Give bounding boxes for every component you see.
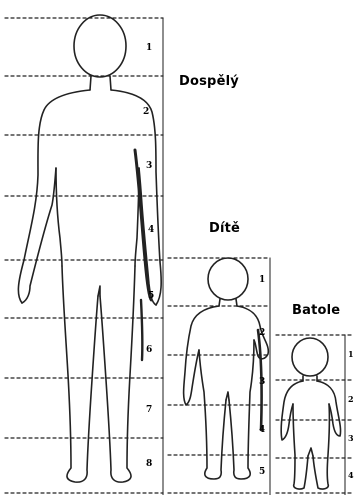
adult-scale	[5, 18, 163, 495]
adult-scale-number: 4	[148, 225, 154, 235]
adult-scale-number: 5	[148, 291, 154, 301]
label-child: Dítě	[209, 221, 240, 236]
adult-scale-number: 8	[146, 459, 152, 469]
toddler-scale	[276, 335, 352, 495]
adult-scale-number: 3	[146, 161, 152, 171]
child-scale-number: 1	[259, 275, 265, 285]
child-scale-number: 5	[259, 467, 265, 477]
toddler-scale-number: 2	[348, 394, 354, 404]
adult-scale-number: 7	[146, 405, 152, 415]
toddler-scale-number: 3	[348, 433, 354, 443]
adult-scale-number: 6	[146, 345, 152, 355]
child-figure	[184, 258, 269, 479]
child-scale-number: 3	[259, 377, 265, 387]
adult-figure	[18, 15, 161, 482]
adult-scale-number: 2	[143, 107, 149, 117]
child-scale-number: 2	[259, 328, 265, 338]
child-scale	[168, 258, 270, 495]
toddler-scale-number: 4	[348, 470, 354, 480]
child-scale-number: 4	[259, 425, 265, 435]
label-toddler: Batole	[292, 303, 340, 318]
toddler-scale-number: 1	[348, 349, 354, 359]
label-adult: Dospělý	[179, 74, 239, 89]
adult-scale-number: 1	[146, 43, 152, 53]
toddler-figure	[281, 338, 340, 489]
